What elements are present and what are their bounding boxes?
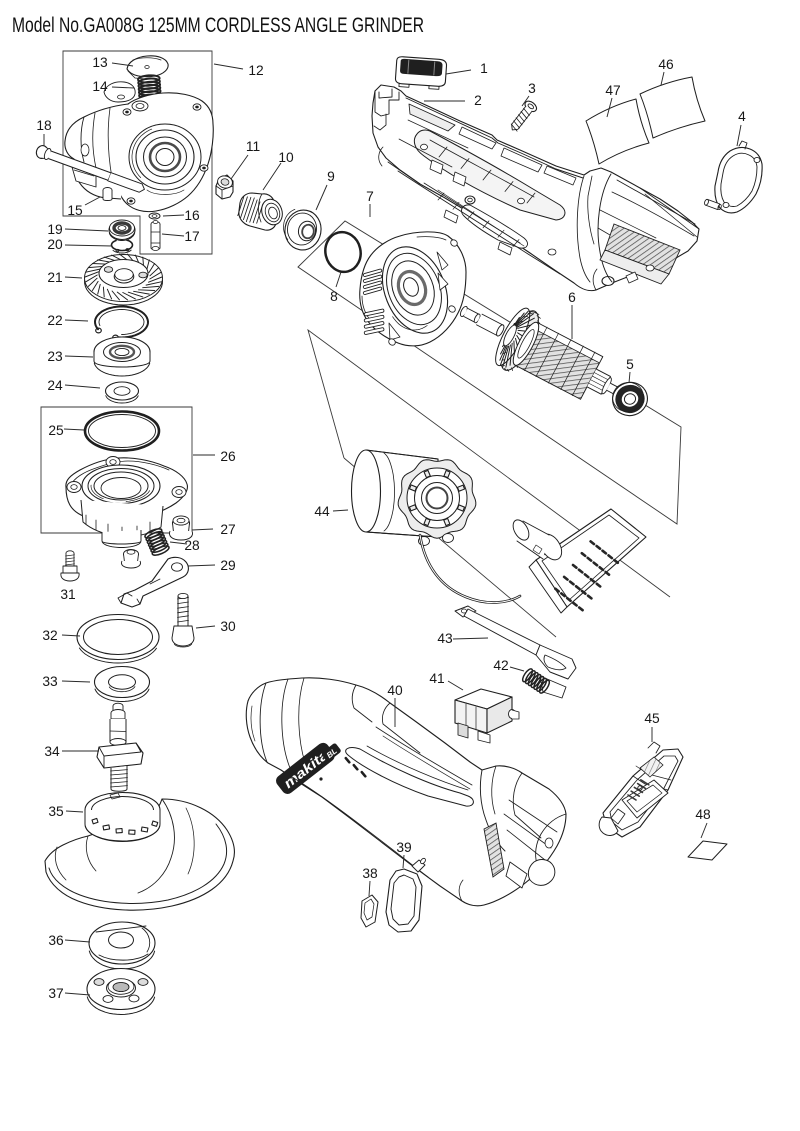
- svg-text:Model No.GA008G 125MM CORDLESS: Model No.GA008G 125MM CORDLESS ANGLE GRI…: [12, 14, 424, 37]
- svg-text:13: 13: [92, 55, 108, 70]
- svg-text:36: 36: [48, 933, 64, 948]
- svg-text:44: 44: [314, 504, 330, 519]
- svg-text:6: 6: [568, 290, 576, 305]
- svg-text:48: 48: [695, 807, 711, 822]
- svg-text:30: 30: [220, 619, 236, 634]
- svg-text:41: 41: [429, 671, 444, 686]
- svg-text:43: 43: [437, 631, 453, 646]
- svg-text:45: 45: [644, 711, 660, 726]
- svg-text:4: 4: [738, 109, 746, 124]
- svg-text:8: 8: [330, 289, 338, 304]
- svg-text:37: 37: [48, 986, 63, 1001]
- svg-text:47: 47: [605, 83, 620, 98]
- svg-text:27: 27: [220, 522, 235, 537]
- svg-text:16: 16: [184, 208, 200, 223]
- svg-text:10: 10: [278, 150, 294, 165]
- svg-text:28: 28: [184, 538, 200, 553]
- svg-text:33: 33: [42, 674, 58, 689]
- svg-text:29: 29: [220, 558, 236, 573]
- svg-text:22: 22: [47, 313, 62, 328]
- svg-text:26: 26: [220, 449, 236, 464]
- svg-text:21: 21: [47, 270, 62, 285]
- svg-text:15: 15: [67, 203, 83, 218]
- svg-text:24: 24: [47, 378, 63, 393]
- svg-text:34: 34: [44, 744, 60, 759]
- svg-text:2: 2: [474, 93, 482, 108]
- svg-text:31: 31: [60, 587, 75, 602]
- svg-text:42: 42: [493, 658, 508, 673]
- svg-text:46: 46: [658, 57, 674, 72]
- svg-text:25: 25: [48, 423, 64, 438]
- svg-text:40: 40: [387, 683, 403, 698]
- svg-text:18: 18: [36, 118, 52, 133]
- svg-text:20: 20: [47, 237, 63, 252]
- svg-text:3: 3: [528, 81, 536, 96]
- svg-text:1: 1: [480, 61, 488, 76]
- svg-text:12: 12: [248, 63, 263, 78]
- svg-text:11: 11: [246, 139, 260, 154]
- svg-text:14: 14: [92, 79, 108, 94]
- svg-text:38: 38: [362, 866, 378, 881]
- svg-text:7: 7: [366, 189, 374, 204]
- svg-text:19: 19: [47, 222, 63, 237]
- svg-text:32: 32: [42, 628, 57, 643]
- svg-text:39: 39: [396, 840, 412, 855]
- svg-text:5: 5: [626, 357, 634, 372]
- svg-text:9: 9: [327, 169, 335, 184]
- svg-text:17: 17: [184, 229, 199, 244]
- svg-text:35: 35: [48, 804, 64, 819]
- svg-text:23: 23: [47, 349, 63, 364]
